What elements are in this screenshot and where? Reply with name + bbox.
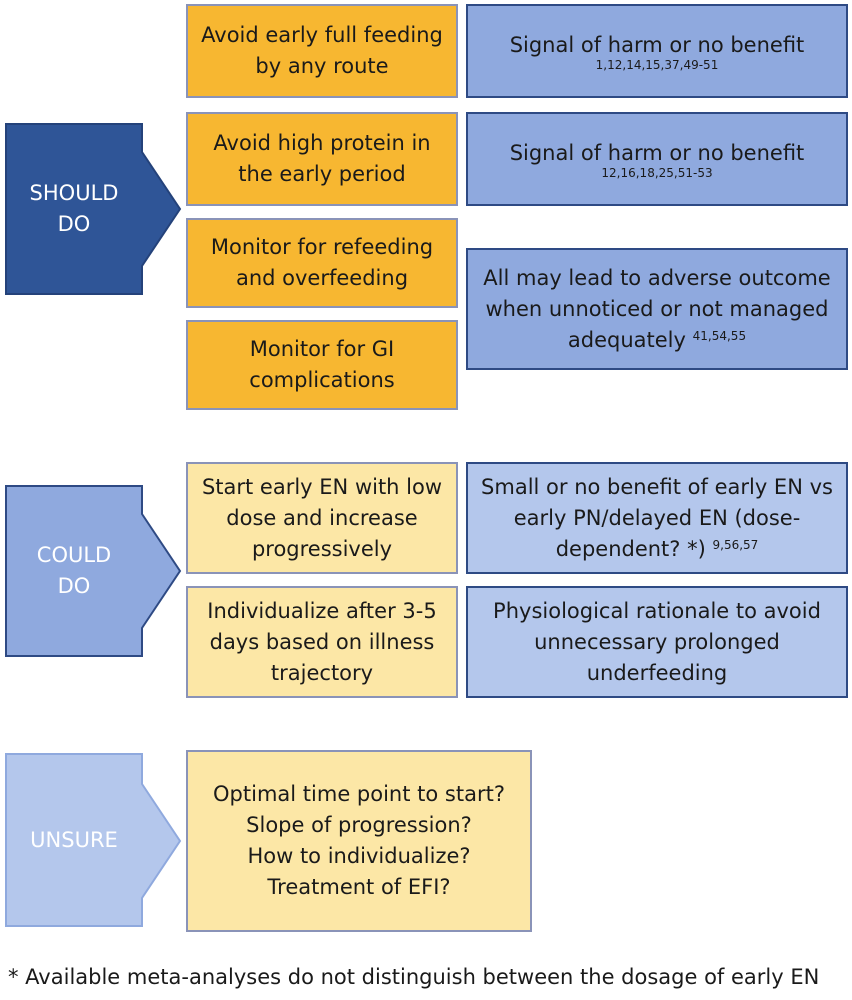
should-item-2-line1: Avoid high protein in bbox=[213, 131, 431, 155]
could-do-label: COULD DO bbox=[6, 486, 142, 656]
unsure-question-2: Slope of progression? bbox=[246, 813, 472, 837]
could-item-1-line3: progressively bbox=[251, 536, 393, 561]
should-item-avoid-early-full-feeding: Avoid early full feeding by any route bbox=[186, 4, 458, 98]
should-item-1-line2: by any route bbox=[255, 54, 389, 78]
should-evidence-3-line2: when unnoticed or not managed bbox=[485, 296, 829, 321]
should-item-3-line1: Monitor for refeeding bbox=[210, 235, 434, 259]
could-evidence-1-line3: dependent? *) bbox=[555, 536, 706, 561]
should-do-label-line2: DO bbox=[57, 212, 91, 236]
could-item-2-line1: Individualize after 3-5 bbox=[207, 598, 437, 623]
unsure-arrow bbox=[5, 753, 182, 927]
unsure-label: UNSURE bbox=[6, 754, 142, 926]
should-do-arrow bbox=[5, 123, 182, 295]
could-item-1-line1: Start early EN with low bbox=[201, 474, 443, 499]
should-item-4-line1: Monitor for GI bbox=[249, 337, 395, 361]
could-evidence-2-line2: unnecessary prolonged bbox=[534, 629, 780, 654]
should-item-4-line2: complications bbox=[249, 368, 395, 392]
should-evidence-3-refs: 41,54,55 bbox=[692, 328, 747, 343]
should-evidence-3-line3: adequately bbox=[567, 327, 686, 352]
could-evidence-1-line3-wrap: dependent? *) 9,56,57 bbox=[556, 534, 759, 565]
could-item-1-line2: dose and increase bbox=[226, 505, 418, 530]
should-evidence-1: Signal of harm or no benefit 1,12,14,15,… bbox=[466, 4, 848, 98]
unsure-question-1: Optimal time point to start? bbox=[213, 782, 505, 806]
should-item-2-line2: the early period bbox=[238, 162, 406, 186]
should-evidence-1-refs: 1,12,14,15,37,49-51 bbox=[595, 58, 719, 72]
could-do-arrow bbox=[5, 485, 182, 657]
should-evidence-3-line1: All may lead to adverse outcome bbox=[483, 265, 831, 290]
unsure-questions: Optimal time point to start? Slope of pr… bbox=[186, 750, 532, 932]
unsure-label-text: UNSURE bbox=[30, 827, 118, 852]
could-item-2-line3: trajectory bbox=[270, 660, 374, 685]
should-item-monitor-gi: Monitor for GI complications bbox=[186, 320, 458, 410]
could-item-start-early-en: Start early EN with low dose and increas… bbox=[186, 462, 458, 574]
could-evidence-1: Small or no benefit of early EN vs early… bbox=[466, 462, 848, 574]
footnote: * Available meta-analyses do not disting… bbox=[8, 965, 820, 989]
should-do-label-line1: SHOULD bbox=[29, 181, 119, 205]
could-item-individualize: Individualize after 3-5 days based on il… bbox=[186, 586, 458, 698]
could-evidence-1-line2: early PN/delayed EN (dose- bbox=[513, 505, 801, 530]
should-item-avoid-high-protein: Avoid high protein in the early period bbox=[186, 112, 458, 206]
unsure-question-4: Treatment of EFI? bbox=[267, 875, 451, 899]
should-evidence-2: Signal of harm or no benefit 12,16,18,25… bbox=[466, 112, 848, 206]
should-item-monitor-refeeding: Monitor for refeeding and overfeeding bbox=[186, 218, 458, 308]
should-evidence-1-text: Signal of harm or no benefit bbox=[509, 33, 805, 57]
unsure-question-3: How to individualize? bbox=[247, 844, 471, 868]
could-item-2-line2: days based on illness bbox=[209, 629, 435, 654]
could-evidence-2-line3: underfeeding bbox=[586, 660, 728, 685]
could-evidence-2: Physiological rationale to avoid unneces… bbox=[466, 586, 848, 698]
should-evidence-3: All may lead to adverse outcome when unn… bbox=[466, 248, 848, 370]
should-evidence-2-refs: 12,16,18,25,51-53 bbox=[601, 166, 713, 180]
should-evidence-2-text: Signal of harm or no benefit bbox=[509, 141, 805, 165]
should-item-1-line1: Avoid early full feeding bbox=[201, 23, 443, 47]
should-item-3-line2: and overfeeding bbox=[235, 266, 409, 290]
could-evidence-1-line1: Small or no benefit of early EN vs bbox=[481, 474, 833, 499]
could-do-label-line1: COULD bbox=[36, 543, 112, 567]
should-evidence-3-line3-wrap: adequately 41,54,55 bbox=[568, 325, 746, 356]
could-evidence-1-refs: 9,56,57 bbox=[712, 537, 759, 552]
could-do-label-line2: DO bbox=[57, 574, 91, 598]
should-do-label: SHOULD DO bbox=[6, 124, 142, 294]
could-evidence-2-line1: Physiological rationale to avoid bbox=[493, 598, 821, 623]
